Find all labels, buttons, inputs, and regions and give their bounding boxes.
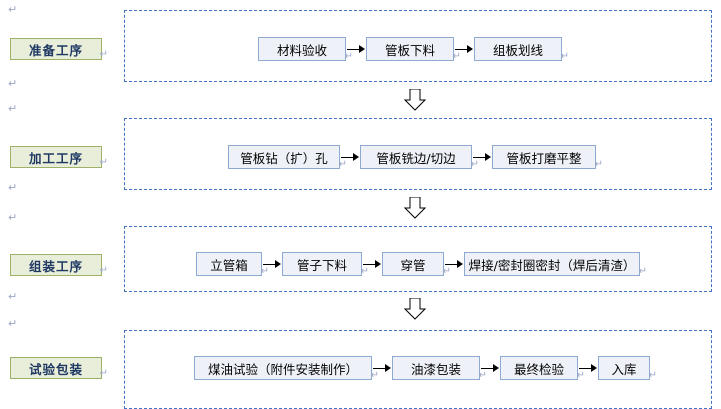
process-node-3-1[interactable]: 油漆包装 ↵	[392, 356, 487, 381]
paragraph-mark: ↵	[338, 159, 347, 170]
process-node-0-2[interactable]: 组板划线 ↵	[474, 37, 569, 62]
arrow-right-3-2	[579, 364, 597, 372]
paragraph-mark: ↵	[8, 317, 18, 330]
stage-label-text: 加工工序	[28, 150, 83, 166]
paragraph-mark: ↵	[8, 211, 18, 224]
node-label: 管板铣边/切边	[376, 150, 456, 166]
process-node-0-1[interactable]: 管板下料 ↵	[366, 37, 461, 62]
node-label: 管子下料	[296, 257, 347, 273]
process-node-1-0[interactable]: 管板钻（扩）孔 ↵	[228, 145, 347, 170]
flow-arrow-down-2	[404, 298, 426, 320]
paragraph-mark: ↵	[478, 370, 487, 381]
paragraph-mark: ↵	[99, 368, 109, 379]
paragraph-mark: ↵	[470, 159, 479, 170]
node-label: 油漆包装	[410, 361, 461, 377]
paragraph-mark: ↵	[576, 370, 585, 381]
node-label: 管板下料	[384, 42, 435, 58]
paragraph-mark: ↵	[8, 102, 18, 115]
paragraph-mark: ↵	[344, 51, 353, 62]
process-node-1-2[interactable]: 管板打磨平整 ↵	[492, 145, 603, 170]
row-container-2	[124, 226, 712, 292]
row-container-1	[124, 118, 712, 190]
paragraph-mark: ↵	[360, 266, 369, 277]
paragraph-mark: ↵	[99, 49, 109, 60]
node-label: 焊接/密封圈密封（焊后清渣）	[468, 257, 636, 273]
flow-arrow-down-0	[404, 89, 426, 111]
paragraph-mark: ↵	[594, 159, 603, 170]
stage-label-row-2: 组装工序 ↵	[10, 254, 108, 276]
process-node-3-2[interactable]: 最终检验 ↵	[500, 356, 585, 381]
process-node-2-3[interactable]: 焊接/密封圈密封（焊后清渣） ↵	[464, 252, 647, 277]
process-node-0-0[interactable]: 材料验收 ↵	[258, 37, 353, 62]
arrow-right-2-0	[263, 260, 281, 268]
process-node-1-1[interactable]: 管板铣边/切边 ↵	[360, 145, 479, 170]
process-node-2-0[interactable]: 立管箱 ↵	[196, 252, 269, 277]
node-label: 材料验收	[276, 42, 327, 58]
arrow-right-1-1	[473, 153, 491, 161]
paragraph-mark: ↵	[648, 370, 657, 381]
node-label: 最终检验	[513, 361, 564, 377]
paragraph-mark: ↵	[99, 265, 109, 276]
paragraph-mark: ↵	[260, 266, 269, 277]
paragraph-mark: ↵	[638, 266, 647, 277]
process-node-3-0[interactable]: 煤油试验（附件安装制作） ↵	[194, 356, 379, 381]
paragraph-mark: ↵	[370, 370, 379, 381]
node-label: 组板划线	[492, 42, 543, 58]
process-node-2-1[interactable]: 管子下料 ↵	[282, 252, 369, 277]
arrow-right-2-2	[445, 260, 463, 268]
arrow-right-2-1	[363, 260, 381, 268]
paragraph-mark: ↵	[8, 3, 18, 16]
node-label: 穿管	[400, 257, 426, 273]
arrow-right-1-0	[341, 153, 359, 161]
paragraph-mark: ↵	[8, 77, 18, 90]
stage-label-text: 试验包装	[28, 361, 83, 377]
node-label: 煤油试验（附件安装制作）	[207, 361, 358, 377]
node-label: 入库	[611, 361, 637, 377]
process-node-2-2[interactable]: 穿管 ↵	[382, 252, 451, 277]
paragraph-mark: ↵	[560, 51, 569, 62]
flow-arrow-down-1	[404, 197, 426, 219]
stage-label-row-0: 准备工序 ↵	[10, 38, 108, 60]
node-label: 管板打磨平整	[506, 150, 582, 166]
arrow-right-3-0	[373, 364, 391, 372]
arrow-right-0-1	[455, 45, 473, 53]
arrow-right-3-1	[481, 364, 499, 372]
stage-label-row-3: 试验包装 ↵	[10, 357, 108, 379]
paragraph-mark: ↵	[452, 51, 461, 62]
node-label: 管板钻（扩）孔	[240, 150, 328, 166]
stage-label-text: 组装工序	[28, 258, 83, 274]
paragraph-mark: ↵	[8, 181, 18, 194]
stage-label-text: 准备工序	[28, 42, 83, 58]
stage-label-row-1: 加工工序 ↵	[10, 146, 108, 168]
paragraph-mark: ↵	[8, 290, 18, 303]
node-label: 立管箱	[210, 257, 248, 273]
paragraph-mark: ↵	[99, 157, 109, 168]
process-node-3-3[interactable]: 入库 ↵	[598, 356, 657, 381]
row-container-0	[124, 10, 712, 82]
paragraph-mark: ↵	[442, 266, 451, 277]
arrow-right-0-0	[347, 45, 365, 53]
